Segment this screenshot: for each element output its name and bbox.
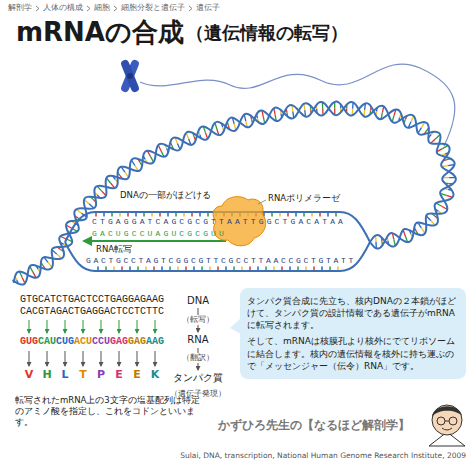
chevron bbox=[36, 6, 39, 11]
amino-acid: E bbox=[133, 368, 141, 381]
breadcrumb-item: 細胞分裂と遺伝子 bbox=[121, 3, 185, 13]
illustration-part bbox=[127, 73, 133, 79]
callout-label: RNA転写 bbox=[96, 244, 132, 254]
base-sequence: GACTGCCTAGTCGGCGTTCGCCTTAACCGCTGTATT bbox=[86, 256, 356, 266]
dna-backbone bbox=[12, 102, 455, 285]
subtitle: （遺伝情報の転写） bbox=[186, 22, 348, 44]
breadcrumb-chevron bbox=[188, 5, 193, 12]
note-text: そして、mRNAは核膜孔より核外にでてリボソームに結合します。核内の遺伝情報を核… bbox=[247, 335, 459, 371]
translation-arrow bbox=[119, 351, 120, 366]
codon: GUG bbox=[20, 336, 38, 348]
amino-acid: V bbox=[25, 368, 34, 381]
flow-label: （翻訳） bbox=[181, 353, 215, 363]
title: mRNAの合成 bbox=[16, 17, 184, 48]
translation-arrow bbox=[155, 320, 156, 333]
flow-label: （転写） bbox=[181, 315, 215, 325]
illustration-part bbox=[442, 428, 452, 430]
illustration-part bbox=[432, 406, 462, 417]
breadcrumb-item: 遺伝子 bbox=[196, 3, 220, 13]
callout-label: DNAの一部がほどける bbox=[120, 190, 211, 200]
translation-arrow bbox=[65, 351, 66, 366]
translation-arrow bbox=[119, 320, 120, 333]
amino-acid: P bbox=[97, 368, 105, 381]
dna-sequence: GTGCATCTGACTCCTGAGGAGAAG bbox=[20, 294, 164, 306]
breadcrumb-item: 解剖学 bbox=[8, 3, 32, 13]
translation-arrow bbox=[83, 320, 84, 333]
callout-label: RNAポリメラーゼ bbox=[268, 193, 340, 203]
dna-backbone bbox=[14, 102, 455, 283]
codon: AAG bbox=[146, 336, 164, 348]
amino-acid: L bbox=[61, 368, 68, 381]
chromatin-fiber bbox=[140, 64, 455, 146]
caption: Sulai, DNA, transcription, National Huma… bbox=[180, 451, 466, 460]
codon: CAU bbox=[38, 336, 56, 348]
breadcrumb: 解剖学 人体の構成 細胞 細胞分裂と遺伝子 遺伝子 bbox=[8, 3, 220, 13]
codon: CCU bbox=[92, 336, 110, 348]
chevron bbox=[114, 6, 117, 11]
flow-step: DNA bbox=[187, 295, 209, 307]
chromosome bbox=[120, 59, 140, 94]
dna-sequence: CACGTAGACTGAGGACTCCTCTTC bbox=[20, 306, 164, 318]
flow-step: RNA bbox=[187, 334, 208, 346]
breadcrumb-chevron bbox=[35, 5, 40, 12]
breadcrumb-chevron bbox=[113, 5, 118, 12]
breadcrumb-item: 人体の構成 bbox=[43, 3, 83, 13]
illustration-part bbox=[120, 59, 140, 94]
note: 転写されたmRNA上の3文字の塩基配列は特定のアミノ酸を指定し、これをコドンとい… bbox=[15, 395, 205, 428]
breadcrumb-item: 細胞 bbox=[94, 3, 110, 13]
amino-acid: K bbox=[151, 368, 160, 381]
codon: GAG bbox=[110, 336, 128, 348]
translation-arrow bbox=[29, 320, 30, 333]
illustration-part bbox=[437, 417, 445, 425]
translation-arrow bbox=[65, 320, 66, 333]
coding-strand-bottom bbox=[65, 242, 370, 271]
translation-arrow bbox=[137, 351, 138, 366]
dna-bubble bbox=[65, 212, 370, 271]
note-box: タンパク質合成に先立ち、核内DNAの２本鎖がほどけて、タンパク質の設計情報である… bbox=[240, 288, 466, 379]
flow-step: タンパク質 bbox=[173, 372, 223, 384]
rna-strand bbox=[84, 240, 226, 242]
translation-arrow bbox=[101, 351, 102, 366]
rna-sequence: GACUGCCUAGUCGCGUU bbox=[92, 229, 227, 239]
amino-acid: E bbox=[115, 368, 123, 381]
note-text: タンパク質合成に先立ち、核内DNAの２本鎖がほどけて、タンパク質の設計情報である… bbox=[247, 295, 459, 331]
codon: ACU bbox=[74, 336, 92, 348]
translation-arrow bbox=[47, 351, 48, 366]
leader-line bbox=[258, 200, 266, 204]
codon: CUG bbox=[56, 336, 74, 348]
illustration-part bbox=[445, 421, 449, 422]
teacher-icon bbox=[429, 405, 465, 446]
translation-arrow bbox=[29, 351, 30, 366]
illustration-part bbox=[120, 59, 140, 94]
helix-guide bbox=[12, 108, 449, 282]
translation-arrow bbox=[155, 351, 156, 366]
translation-arrow bbox=[47, 320, 48, 333]
credit: かずひろ先生の【なるほど解剖学】 bbox=[218, 418, 410, 432]
translation-arrow bbox=[101, 320, 102, 333]
amino-acid: T bbox=[79, 368, 87, 381]
breadcrumb-chevron bbox=[86, 5, 91, 12]
codon: GAG bbox=[128, 336, 146, 348]
dna-helix bbox=[12, 102, 455, 285]
amino-acid: H bbox=[42, 368, 51, 381]
base-sequence: CTGAGGATCAGCGCGTTAATTGGCTGACATAA bbox=[92, 217, 346, 227]
translation-arrow bbox=[137, 320, 138, 333]
codon-arrows bbox=[29, 320, 155, 366]
translation-arrow bbox=[83, 351, 84, 366]
illustration-part bbox=[432, 405, 462, 435]
chevron bbox=[189, 6, 192, 11]
chevron bbox=[87, 6, 90, 11]
illustration-part bbox=[449, 417, 457, 425]
